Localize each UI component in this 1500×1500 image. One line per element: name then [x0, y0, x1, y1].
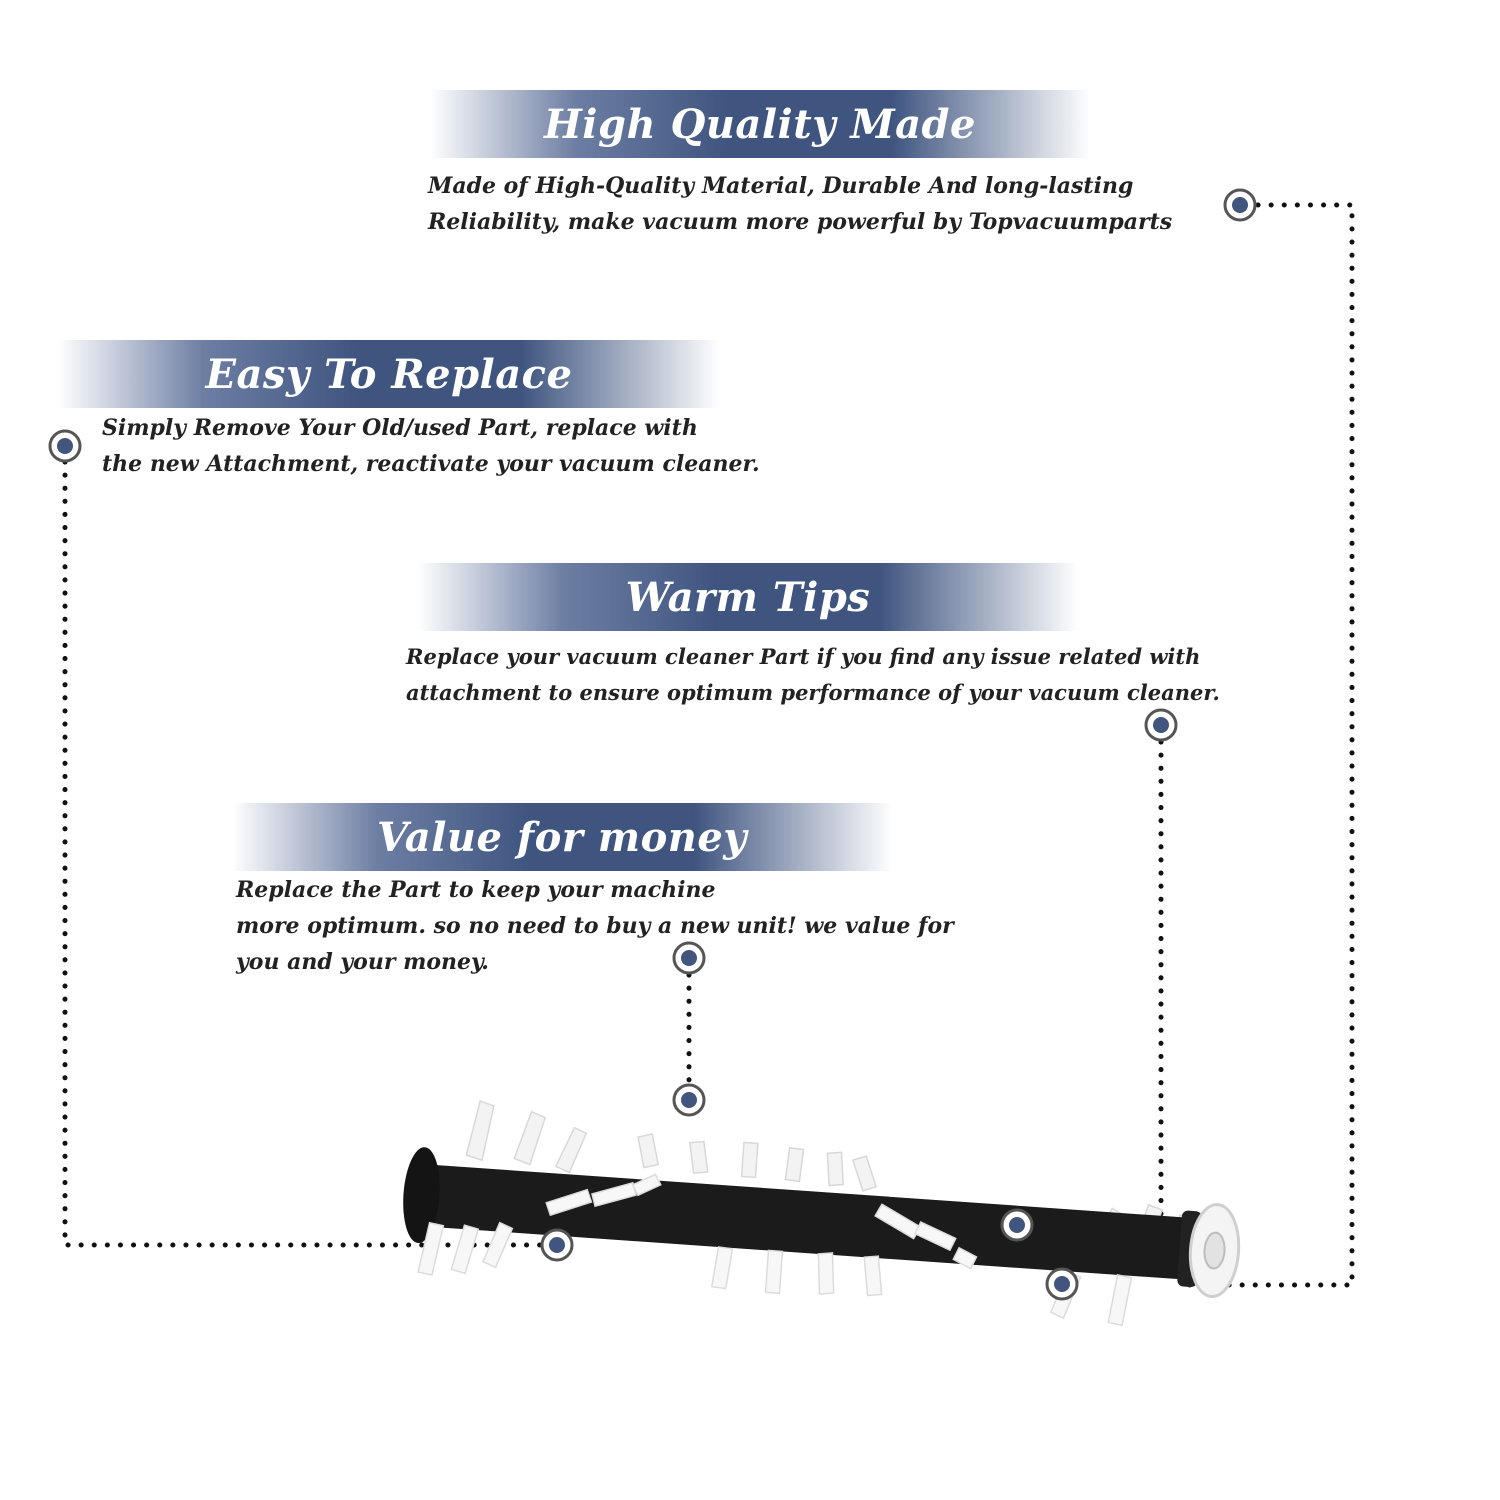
roller-end-cap-left [403, 1147, 440, 1244]
feature-banner-value-money: Value for money [232, 803, 892, 871]
feature-text-warm-tips: Replace your vacuum cleaner Part if you … [406, 639, 1220, 711]
marker-warm-tips [1144, 708, 1178, 742]
feature-text-easy-replace: Simply Remove Your Old/used Part, replac… [102, 410, 760, 482]
feature-banner-easy-replace: Easy To Replace [58, 340, 720, 408]
feature-line: you and your money. [236, 949, 489, 975]
feature-line: Replace the Part to keep your machine [236, 877, 716, 903]
marker-roller-right [1045, 1267, 1079, 1301]
dotted-connectors [62, 202, 1355, 1288]
feature-line: Simply Remove Your Old/used Part, replac… [102, 415, 698, 441]
bristles-front [417, 1173, 1133, 1327]
feature-line: the new Attachment, reactivate your vacu… [102, 451, 760, 477]
feature-text-high-quality: Made of High-Quality Material, Durable A… [428, 168, 1172, 240]
connector-warm-tips [1029, 739, 1164, 1228]
marker-easy-replace [48, 429, 82, 463]
feature-line: attachment to ensure optimum performance… [406, 680, 1220, 705]
feature-line: more optimum. so no need to buy a new un… [236, 913, 954, 939]
marker-high-quality [1223, 188, 1257, 222]
connector-easy-replace [62, 459, 543, 1248]
feature-text-value-money: Replace the Part to keep your machine mo… [236, 872, 954, 980]
marker-value-money-top [672, 941, 706, 975]
feature-line: Made of High-Quality Material, Durable A… [428, 173, 1134, 199]
feature-banner-warm-tips: Warm Tips [418, 563, 1078, 631]
roller-shaft [419, 1164, 1192, 1280]
roller-end-hub [1203, 1231, 1226, 1270]
marker-value-money-bottom [672, 1083, 706, 1117]
feature-line: Reliability, make vacuum more powerful b… [428, 209, 1173, 235]
feature-line: Replace your vacuum cleaner Part if you … [406, 644, 1201, 669]
marker-roller-mid [1000, 1208, 1034, 1242]
connector-high-quality [1182, 202, 1355, 1288]
feature-banner-high-quality: High Quality Made [430, 90, 1090, 158]
brush-roll [403, 1099, 1241, 1327]
marker-roller-left [540, 1228, 574, 1262]
